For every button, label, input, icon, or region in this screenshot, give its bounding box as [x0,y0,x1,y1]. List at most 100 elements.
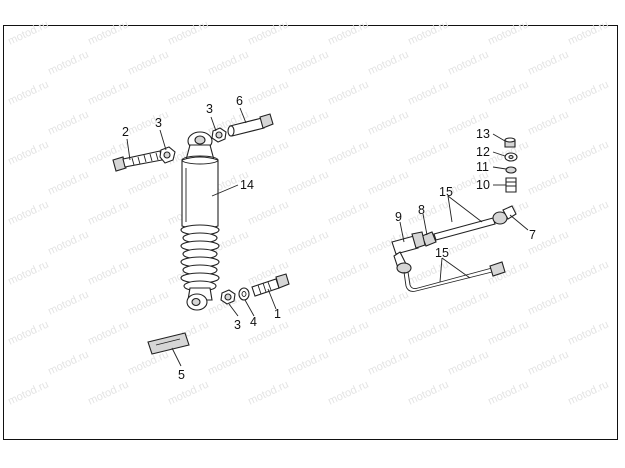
sleeve-6 [227,113,274,137]
watermark-text: motod.ru [86,378,130,407]
watermark-text: motod.ru [326,138,370,167]
callout-9: 9 [395,210,402,224]
bolt-2 [112,150,163,172]
watermark-text: motod.ru [286,168,330,197]
watermark-text: motod.ru [566,18,610,47]
watermark-text: motod.ru [86,318,130,347]
watermark-text: motod.ru [6,258,50,287]
watermark-text: motod.ru [526,288,570,317]
callout-13: 13 [476,127,490,141]
watermark-text: motod.ru [86,258,130,287]
watermark-text: motod.ru [286,348,330,377]
watermark-text: motod.ru [486,78,530,107]
watermark-text: motod.ru [486,318,530,347]
watermark-text: motod.ru [246,78,290,107]
watermark-text: motod.ru [246,378,290,407]
watermark-text: motod.ru [446,288,490,317]
watermark-text: motod.ru [206,48,250,77]
watermark-text: motod.ru [446,48,490,77]
watermark-text: motod.ru [326,378,370,407]
watermark-text: motod.ru [406,138,450,167]
watermark-text: motod.ru [6,378,50,407]
watermark-text: motod.ru [286,288,330,317]
watermark-text: motod.ru [6,18,50,47]
watermark-text: motod.ru [406,198,450,227]
watermark-text: motod.ru [406,378,450,407]
plate-5 [147,332,190,355]
watermark-text: motod.ru [526,348,570,377]
watermark-text: motod.ru [126,108,170,137]
watermark-text: motod.ru [286,48,330,77]
brake-line-assembly [391,137,518,292]
callout-15-upper: 15 [439,185,453,199]
leader-lines [126,107,529,367]
watermark-text: motod.ru [246,18,290,47]
watermark-text: motod.ru [366,348,410,377]
watermark-text: motod.ru [326,198,370,227]
callout-3-bottom: 3 [234,318,241,332]
callout-7: 7 [529,228,536,242]
callout-11: 11 [476,160,489,174]
watermark-text: motod.ru [326,258,370,287]
watermark-text: motod.ru [286,108,330,137]
watermark-text: motod.ru [86,198,130,227]
watermark-text: motod.ru [46,228,90,257]
callout-1: 1 [274,307,281,321]
watermark-text: motod.ru [406,18,450,47]
callout-5: 5 [178,368,185,382]
watermark-text: motod.ru [46,48,90,77]
watermark-text: motod.ru [566,318,610,347]
watermark-text: motod.ru [326,18,370,47]
watermark-text: motod.ru [46,168,90,197]
watermark-text: motod.ru [486,18,530,47]
nut-3-left [159,146,176,164]
callout-6: 6 [236,94,243,108]
callout-labels: 2 3 3 6 14 3 4 1 5 15 15 8 9 7 13 12 11 … [122,94,536,382]
watermark-text: motod.ru [566,378,610,407]
bolt-1 [251,273,290,297]
callout-10: 10 [476,178,490,192]
watermark-text: motod.ru [246,198,290,227]
nut-3-top [211,127,227,143]
callout-12: 12 [476,145,490,159]
callout-15-lower: 15 [435,246,449,260]
watermark-text: motod.ru [46,348,90,377]
watermark-text: motod.ru [166,378,210,407]
watermark-text: motod.ru [6,318,50,347]
callout-8: 8 [418,203,425,217]
watermark-text: motod.ru [326,78,370,107]
watermark-text: motod.ru [126,228,170,257]
nut-3-bottom [220,289,236,305]
watermark-text: motod.ru [206,348,250,377]
callout-3-top: 3 [206,102,213,116]
watermark-text: motod.ru [406,318,450,347]
watermark-text: motod.ru [6,78,50,107]
watermark-text: motod.ru [406,78,450,107]
callout-3-left: 3 [155,116,162,130]
watermark-text: motod.ru [526,168,570,197]
watermark-text: motod.ru [286,228,330,257]
diagram-frame [3,25,618,440]
watermark-text: motod.ru [86,78,130,107]
watermark-text: motod.ru [446,348,490,377]
watermark-text: motod.ru [46,108,90,137]
watermark-text: motod.ru [126,168,170,197]
watermark-text: motod.ru [366,168,410,197]
callout-4: 4 [250,315,257,329]
watermark-text: motod.ru [166,18,210,47]
shock-absorber [180,131,220,311]
watermark-text: motod.ru [566,258,610,287]
callout-14: 14 [240,178,254,192]
watermark-text: motod.ru [246,138,290,167]
watermark-text: motod.ru [326,318,370,347]
watermark-text: motod.ru [86,18,130,47]
callout-2: 2 [122,125,129,139]
watermark-text: motod.ru [566,138,610,167]
watermark-text: motod.ru [46,288,90,317]
watermark-text: motod.ru [126,48,170,77]
watermark-text: motod.ru [126,348,170,377]
rubber-bellows [180,224,220,292]
watermark-text: motod.ru [526,108,570,137]
